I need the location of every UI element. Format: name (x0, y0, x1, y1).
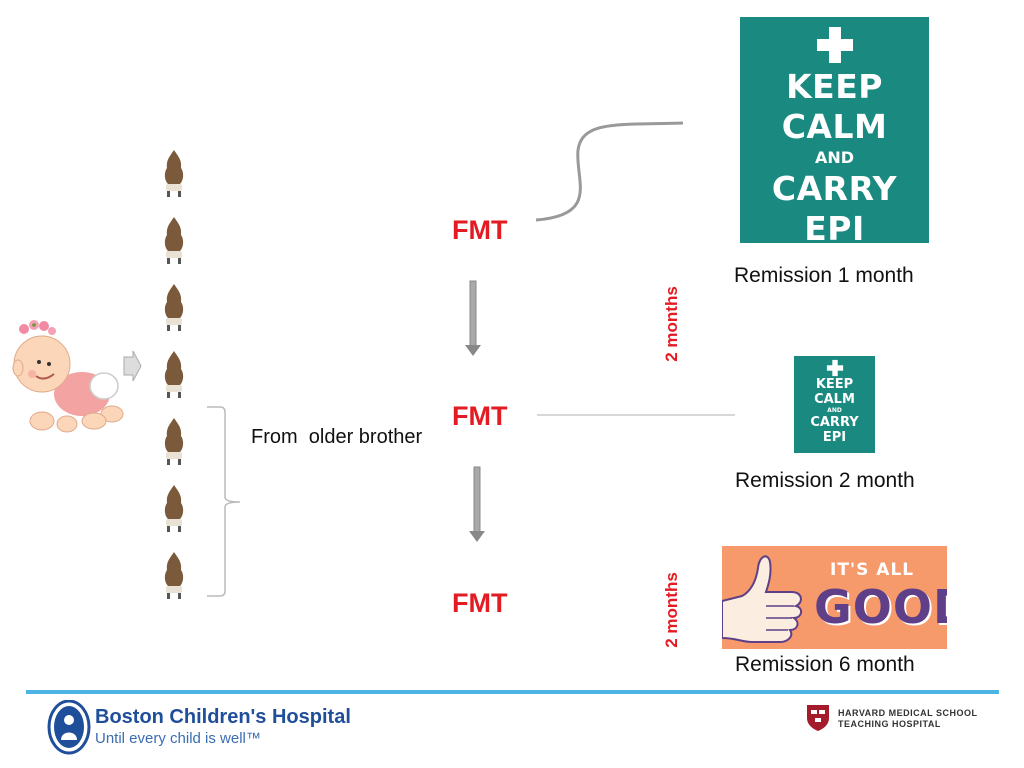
affiliation-line2: TEACHING HOSPITAL (838, 719, 941, 729)
good-image-line2: GOOD! (814, 580, 947, 634)
harvard-shield-icon (807, 705, 829, 731)
plus-icon (826, 359, 843, 377)
thumbs-up-icon (722, 555, 802, 643)
remission-label-2: Remission 2 month (735, 469, 915, 492)
down-arrow-icon (469, 466, 485, 542)
right-arrow-icon (123, 350, 142, 382)
connector-curve (535, 121, 684, 222)
stool-sample-icon (164, 150, 184, 197)
poster-line-keep: KEEP (786, 67, 883, 106)
stool-sample-icon (164, 418, 184, 465)
crawling-baby-icon (12, 320, 124, 433)
donor-label: From older brother (251, 426, 423, 448)
bracket (207, 406, 241, 597)
interval-label-2: 2 months (662, 572, 681, 648)
footer-divider (26, 690, 999, 694)
poster-line-keep: KEEP (815, 377, 854, 392)
poster-line-and: AND (814, 148, 855, 167)
fmt-label-2: FMT (452, 401, 508, 431)
plus-icon (816, 27, 853, 63)
remission-label-1: Remission 1 month (734, 264, 914, 287)
interval-label-1: 2 months (662, 286, 681, 362)
stool-sample-icon (164, 552, 184, 599)
keep-calm-poster-small: KEEP CALM AND CARRY EPI (794, 356, 875, 453)
poster-line-carry: CARRY (771, 169, 898, 208)
fmt-label-1: FMT (452, 215, 508, 245)
poster-line-epi: EPI (804, 209, 865, 248)
its-all-good-image: IT'S ALL GOOD! (722, 546, 947, 649)
hospital-tagline: Until every child is well™ (95, 730, 261, 747)
stool-sample-icon (164, 284, 184, 331)
affiliation-text: HARVARD MEDICAL SCHOOL TEACHING HOSPITAL (838, 708, 978, 730)
hospital-name: Boston Children's Hospital (95, 706, 351, 728)
poster-line-epi: EPI (822, 430, 847, 445)
good-image-line1: IT'S ALL (830, 560, 915, 580)
stool-sample-column (160, 146, 188, 606)
poster-line-calm: CALM (814, 392, 855, 407)
stool-sample-icon (164, 217, 184, 264)
stool-sample-icon (164, 351, 184, 398)
stool-sample-icon (164, 485, 184, 532)
down-arrow-icon (465, 280, 481, 356)
poster-line-calm: CALM (781, 107, 888, 146)
affiliation-line1: HARVARD MEDICAL SCHOOL (838, 708, 978, 718)
remission-label-3: Remission 6 month (735, 653, 915, 676)
keep-calm-poster-large: KEEP CALM AND CARRY EPI (740, 17, 929, 248)
poster-line-and: AND (827, 407, 842, 414)
hospital-logo-icon (47, 700, 91, 755)
fmt-label-3: FMT (452, 588, 508, 618)
poster-line-carry: CARRY (810, 415, 859, 430)
